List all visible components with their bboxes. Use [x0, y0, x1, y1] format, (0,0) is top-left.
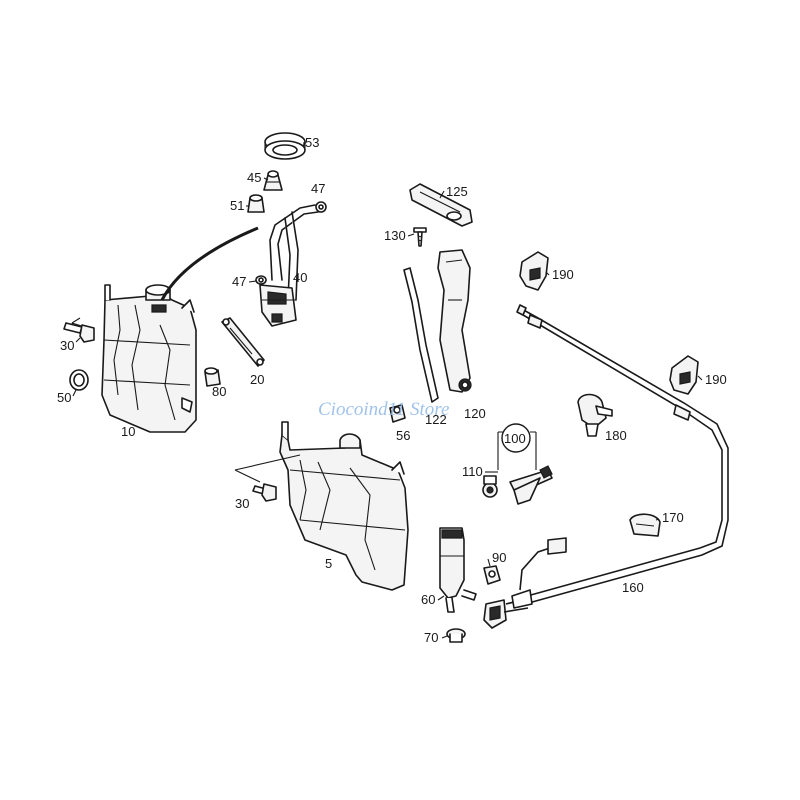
grommet-45 — [263, 170, 283, 191]
pipe-122 — [403, 267, 439, 403]
reservoir-10 — [101, 284, 197, 433]
label-30-lower: 30 — [235, 496, 249, 511]
label-47-lower: 47 — [232, 274, 246, 289]
clip-170 — [629, 513, 661, 537]
label-125: 125 — [446, 184, 468, 199]
label-120: 120 — [464, 406, 486, 421]
label-10: 10 — [121, 424, 135, 439]
hose-line — [516, 304, 729, 605]
nozzle-body-100 — [509, 465, 553, 505]
label-170: 170 — [662, 510, 684, 525]
bolt-30-upper — [63, 317, 95, 343]
cap-125 — [409, 183, 473, 227]
ring-cap-53 — [264, 132, 306, 160]
label-70: 70 — [424, 630, 438, 645]
label-190-lower: 190 — [705, 372, 727, 387]
connector-190-lower — [669, 355, 699, 395]
label-5: 5 — [325, 556, 332, 571]
label-80: 80 — [212, 384, 226, 399]
label-100: 100 — [504, 431, 526, 446]
label-45: 45 — [247, 170, 261, 185]
grommet-90 — [483, 565, 501, 585]
label-20: 20 — [250, 372, 264, 387]
filler-hose — [160, 226, 259, 301]
label-130: 130 — [384, 228, 406, 243]
pump-60 — [439, 527, 477, 613]
label-60: 60 — [421, 592, 435, 607]
clip-180 — [577, 393, 613, 437]
label-56: 56 — [396, 428, 410, 443]
label-180: 180 — [605, 428, 627, 443]
plug-70 — [446, 628, 466, 643]
label-110: 110 — [462, 464, 483, 479]
label-160: 160 — [622, 580, 644, 595]
filler-pipe-40 — [259, 204, 319, 327]
label-122: 122 — [425, 412, 447, 427]
bolt-30-lower — [234, 454, 301, 502]
grommet-80 — [204, 367, 221, 387]
clip-56 — [389, 404, 406, 423]
seal-50 — [69, 369, 89, 391]
watermark: Ciocoind11 Store — [318, 399, 449, 420]
label-53: 53 — [305, 135, 319, 150]
label-47-upper: 47 — [311, 181, 325, 196]
connector-190-upper — [519, 251, 549, 291]
label-40: 40 — [293, 270, 307, 285]
label-30-upper: 30 — [60, 338, 74, 353]
washer-bracket-120 — [437, 249, 472, 393]
nozzle-110 — [482, 475, 498, 498]
reservoir-5 — [279, 421, 409, 591]
grommet-51 — [247, 194, 265, 213]
label-90: 90 — [492, 550, 506, 565]
screw-130 — [413, 227, 427, 247]
harness-160 — [483, 537, 567, 629]
label-51: 51 — [230, 198, 244, 213]
label-50: 50 — [57, 390, 71, 405]
strap-20 — [221, 317, 265, 367]
ring-47-upper — [315, 201, 327, 213]
label-190-upper: 190 — [552, 267, 574, 282]
grommet-47-lower — [255, 275, 267, 285]
nozzle-group-100 — [497, 423, 537, 470]
